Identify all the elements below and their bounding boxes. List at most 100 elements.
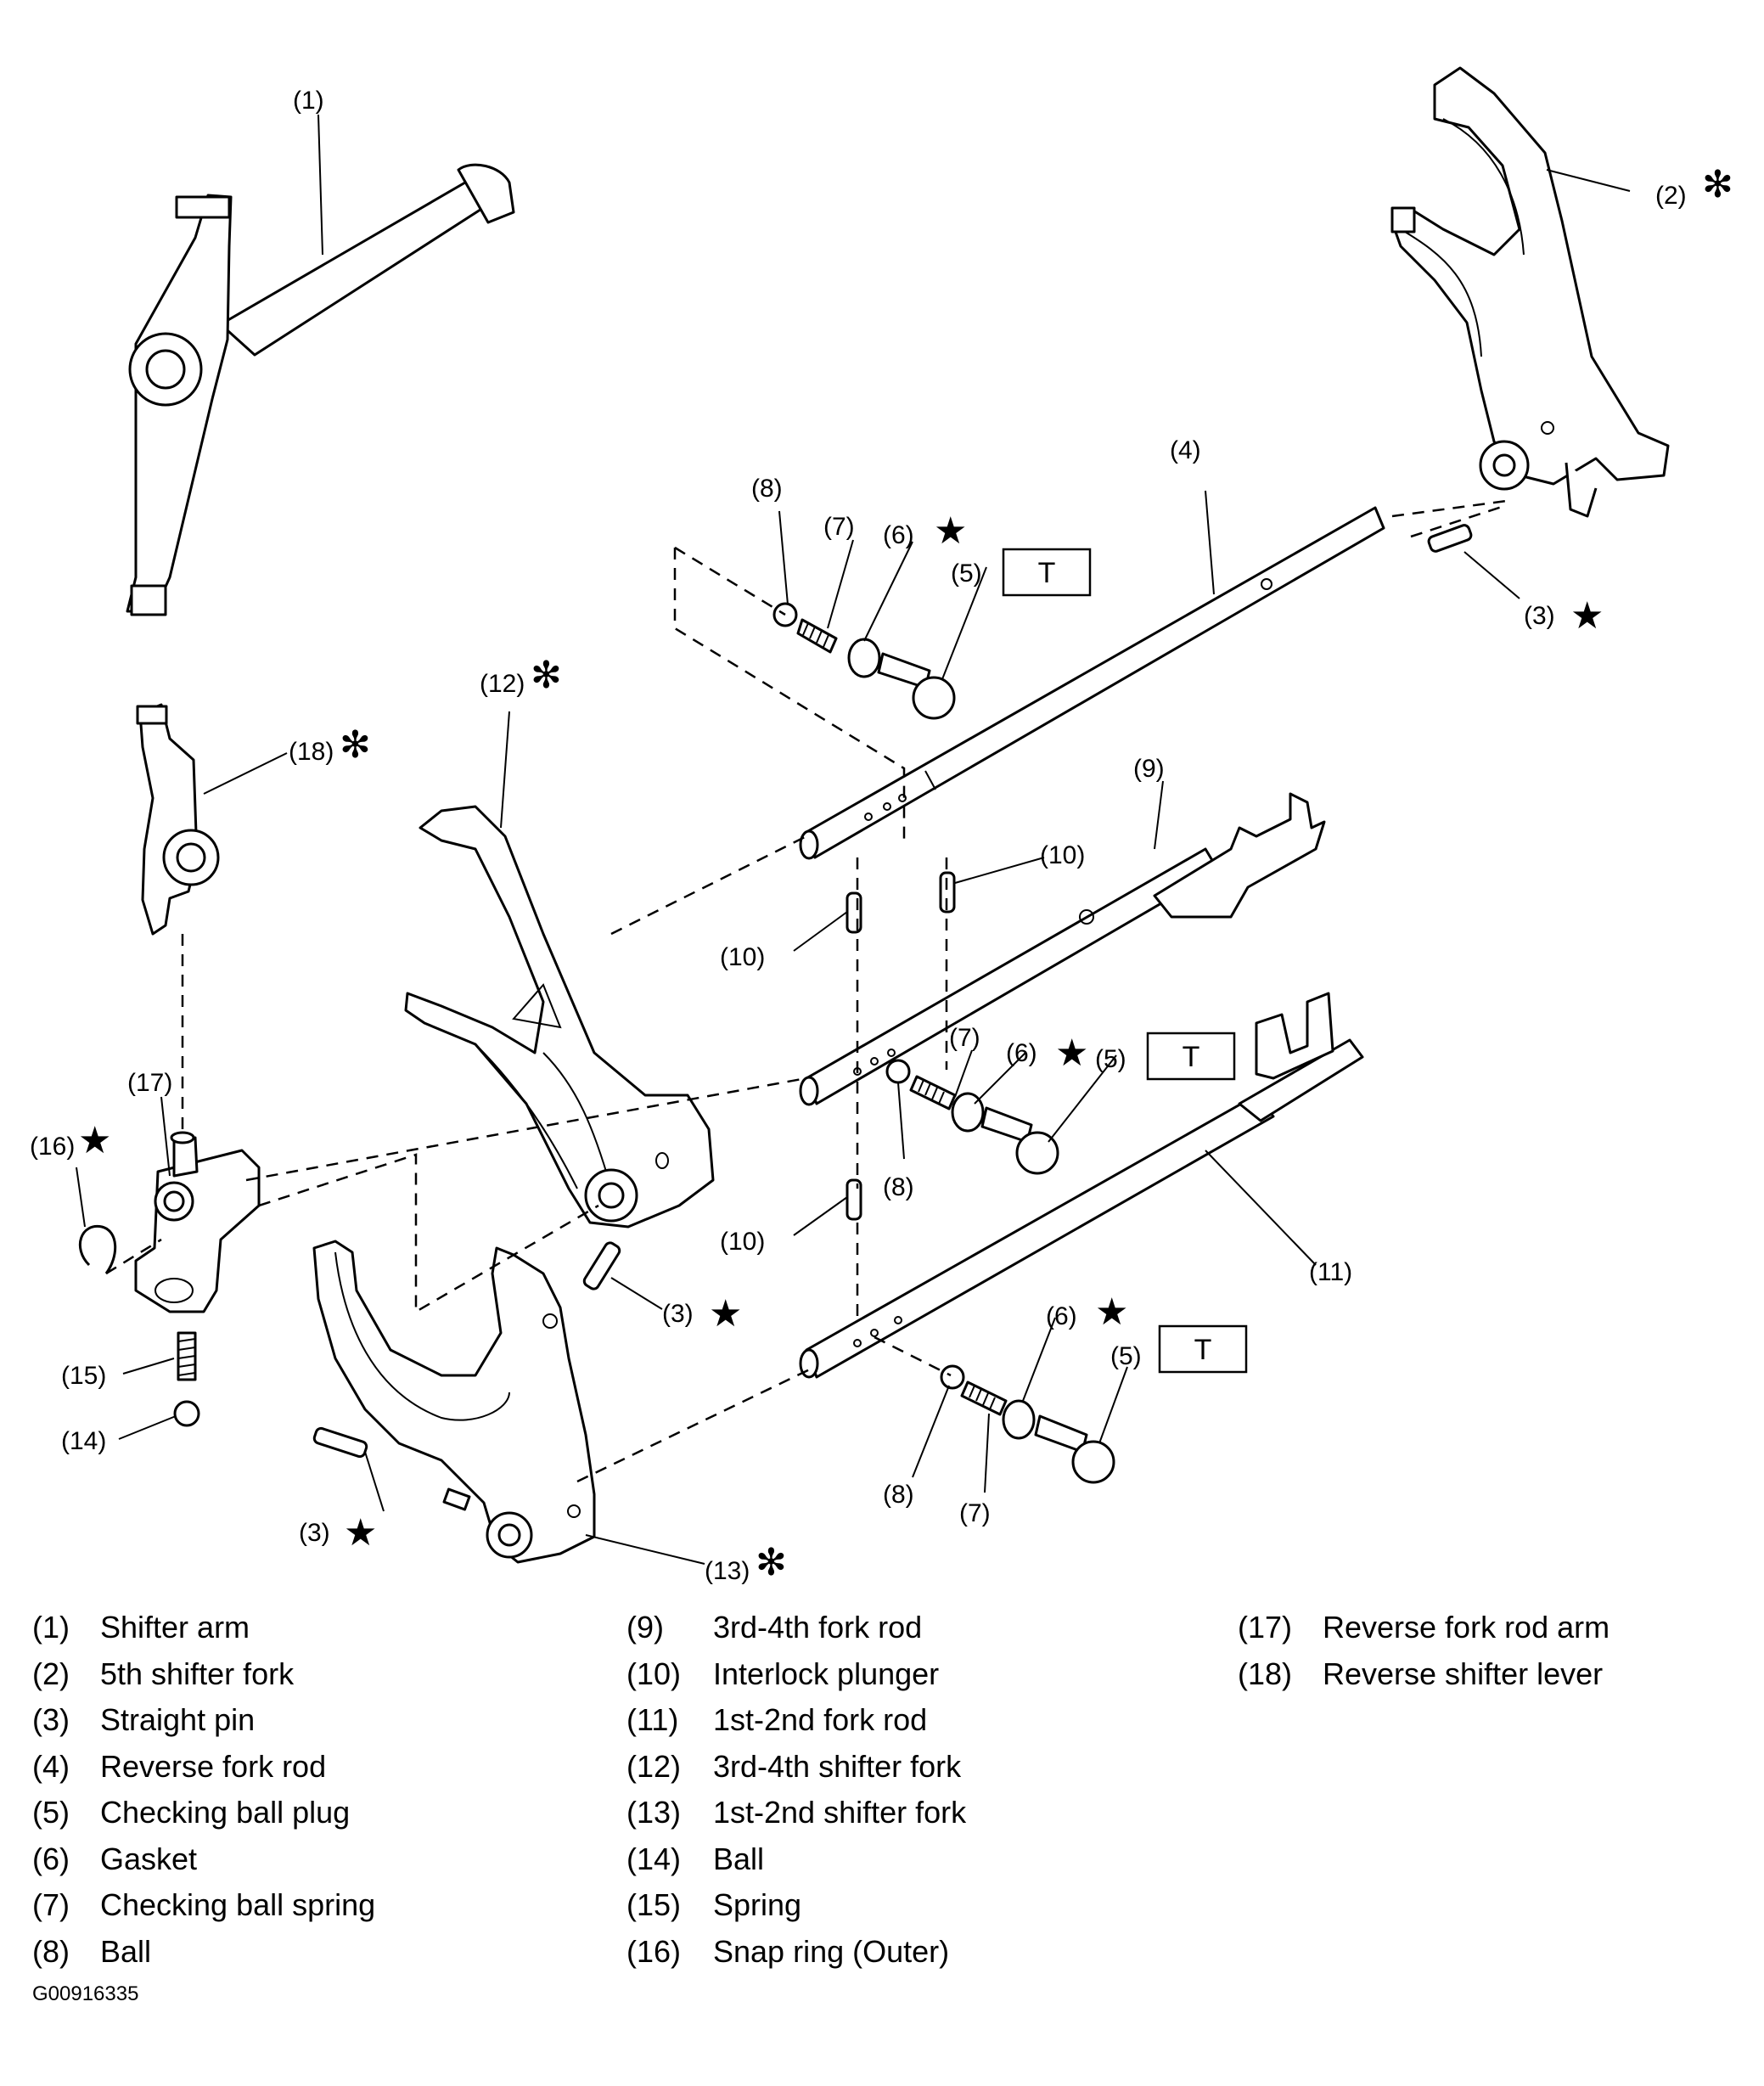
shifter-arm-part: [126, 163, 515, 616]
legend-item-text: Reverse shifter lever: [1323, 1656, 1604, 1691]
callout-labels: (1) (2) (4) (8) (7) (6) (5) (3) (12) (18…: [30, 87, 1687, 1585]
legend-item-number: (13): [626, 1795, 682, 1830]
legend-item-number: (3): [32, 1702, 70, 1737]
legend-item-number: (11): [626, 1702, 679, 1737]
legend-item-text: Snap ring (Outer): [713, 1933, 950, 1969]
legend-item-text: Reverse fork rod: [100, 1748, 327, 1784]
legend-item: (10) Interlock plunger: [626, 1651, 1221, 1698]
callout-8-lower: (8): [883, 1481, 914, 1509]
leader-lines: [76, 114, 1631, 1565]
legend-item: (11) 1st-2nd fork rod: [626, 1697, 1221, 1744]
legend-item-text: Interlock plunger: [713, 1656, 940, 1691]
legend-item-number: (17): [1238, 1610, 1293, 1645]
tightening-boxes: T T T: [1002, 548, 1248, 1374]
tightening-mark: T: [1038, 557, 1056, 589]
legend-item: (9) 3rd-4th fork rod: [626, 1605, 1221, 1651]
legend-item: (7)Checking ball spring: [32, 1882, 626, 1929]
legend-column-2: (9) 3rd-4th fork rod (10) Interlock plunger…: [626, 1605, 1221, 1975]
callout-13: (13): [705, 1557, 750, 1585]
callout-5-middle: (5): [1095, 1045, 1126, 1073]
callout-3-left: (3): [299, 1519, 330, 1547]
callout-11: (11): [1309, 1258, 1352, 1286]
callout-7-lower: (7): [959, 1499, 991, 1527]
callout-5-upper: (5): [951, 559, 982, 588]
legend-item-number: (16): [626, 1933, 682, 1969]
star-mark: ★: [1055, 1032, 1088, 1074]
callout-8-middle: (8): [883, 1173, 914, 1201]
legend-item-text: Ball: [100, 1933, 152, 1969]
callout-1: (1): [293, 87, 324, 115]
legend-item-number: (18): [1238, 1656, 1293, 1691]
callout-17: (17): [127, 1069, 172, 1097]
legend-item-number: (12): [626, 1748, 682, 1784]
callout-2: (2): [1655, 182, 1687, 210]
assembly-lines: [105, 499, 1508, 1483]
callout-9: (9): [1133, 755, 1165, 783]
third-fourth-shifter-fork-part: [404, 805, 715, 1229]
exploded-parts-diagram: T T T (1) (2) (4) (8) (7) (6) (5) (3) (1…: [30, 66, 1733, 1585]
legend-item-text: Spring: [713, 1887, 802, 1922]
callout-16: (16): [30, 1133, 75, 1161]
callout-18: (18): [289, 738, 334, 766]
star-mark: ★: [78, 1120, 111, 1161]
legend-column-3: (17) Reverse fork rod arm (18) Reverse shif…: [1238, 1605, 1747, 1697]
legend-item-number: (7): [32, 1887, 70, 1922]
legend-item-number: (9): [626, 1610, 664, 1645]
callout-6-lower: (6): [1046, 1302, 1077, 1330]
legend-item: (13)1st-2nd shifter fork: [626, 1790, 1221, 1836]
callout-8-upper: (8): [751, 475, 783, 503]
legend-item: (15) Spring: [626, 1882, 1221, 1929]
legend-item: (18) Reverse shifter lever: [1238, 1651, 1747, 1698]
callout-10-left-lower: (10): [720, 1228, 765, 1256]
legend-item-number: (6): [32, 1841, 70, 1876]
callout-15: (15): [61, 1362, 106, 1390]
legend-item-number: (2): [32, 1656, 70, 1691]
legend-item: (6) Gasket: [32, 1836, 626, 1883]
small-parts-group: [78, 524, 1473, 1484]
asterisk-mark: ✻: [756, 1542, 787, 1583]
figure-code: G00916335: [32, 1982, 139, 2005]
legend-item-text: Checking ball plug: [100, 1795, 351, 1830]
third-fourth-fork-rod-part: [799, 792, 1326, 1106]
first-second-shifter-fork-part: [312, 1240, 596, 1564]
fifth-shifter-fork-part: [1390, 66, 1670, 518]
callout-10-right: (10): [1040, 841, 1085, 869]
callout-3-middle: (3): [662, 1300, 694, 1328]
legend-column-1: (1) Shifter arm (2) 5th shifter fork (3) Stra…: [32, 1605, 626, 1975]
legend-item-text: 5th shifter fork: [100, 1656, 295, 1691]
asterisk-mark: ✻: [1702, 164, 1733, 205]
legend-item: (3) Straight pin: [32, 1697, 626, 1744]
callout-6-middle: (6): [1006, 1039, 1037, 1067]
star-mark: ★: [934, 510, 967, 552]
legend-item: (12)3rd-4th shifter fork: [626, 1744, 1221, 1791]
legend-item-number: (4): [32, 1748, 70, 1784]
star-mark: ★: [1570, 595, 1604, 637]
star-mark: ★: [344, 1512, 377, 1554]
callout-10-left-upper: (10): [720, 943, 765, 971]
legend-item-number: (5): [32, 1795, 70, 1830]
legend-item-number: (1): [32, 1610, 70, 1645]
legend-item-text: Shifter arm: [100, 1610, 250, 1645]
star-mark: ★: [1095, 1291, 1128, 1333]
legend-item: (1) Shifter arm: [32, 1605, 626, 1651]
reverse-fork-rod-part: [799, 506, 1385, 860]
legend-item: (16) Snap ring (Outer): [626, 1929, 1221, 1976]
tightening-mark: T: [1183, 1041, 1200, 1073]
legend-item: (17) Reverse fork rod arm: [1238, 1605, 1747, 1651]
callout-6-upper: (6): [883, 521, 914, 549]
legend-item-text: 1st-2nd fork rod: [713, 1702, 928, 1737]
legend-item-number: (15): [626, 1887, 682, 1922]
first-second-fork-rod-part: [799, 992, 1364, 1379]
legend-item: (4) Reverse fork rod: [32, 1744, 626, 1791]
legend-item-number: (10): [626, 1656, 682, 1691]
legend-item-text: 3rd-4th fork rod: [713, 1610, 923, 1645]
legend-item-text: Straight pin: [100, 1702, 256, 1737]
legend-item-text: Gasket: [100, 1841, 198, 1876]
legend-item-text: Reverse fork rod arm: [1323, 1610, 1610, 1645]
legend-item-text: Ball: [713, 1841, 765, 1876]
asterisk-mark: ✻: [340, 724, 371, 766]
callout-4: (4): [1170, 436, 1201, 464]
callout-3-right: (3): [1524, 602, 1555, 630]
tightening-mark: T: [1194, 1334, 1212, 1366]
callout-5-lower: (5): [1110, 1342, 1142, 1370]
